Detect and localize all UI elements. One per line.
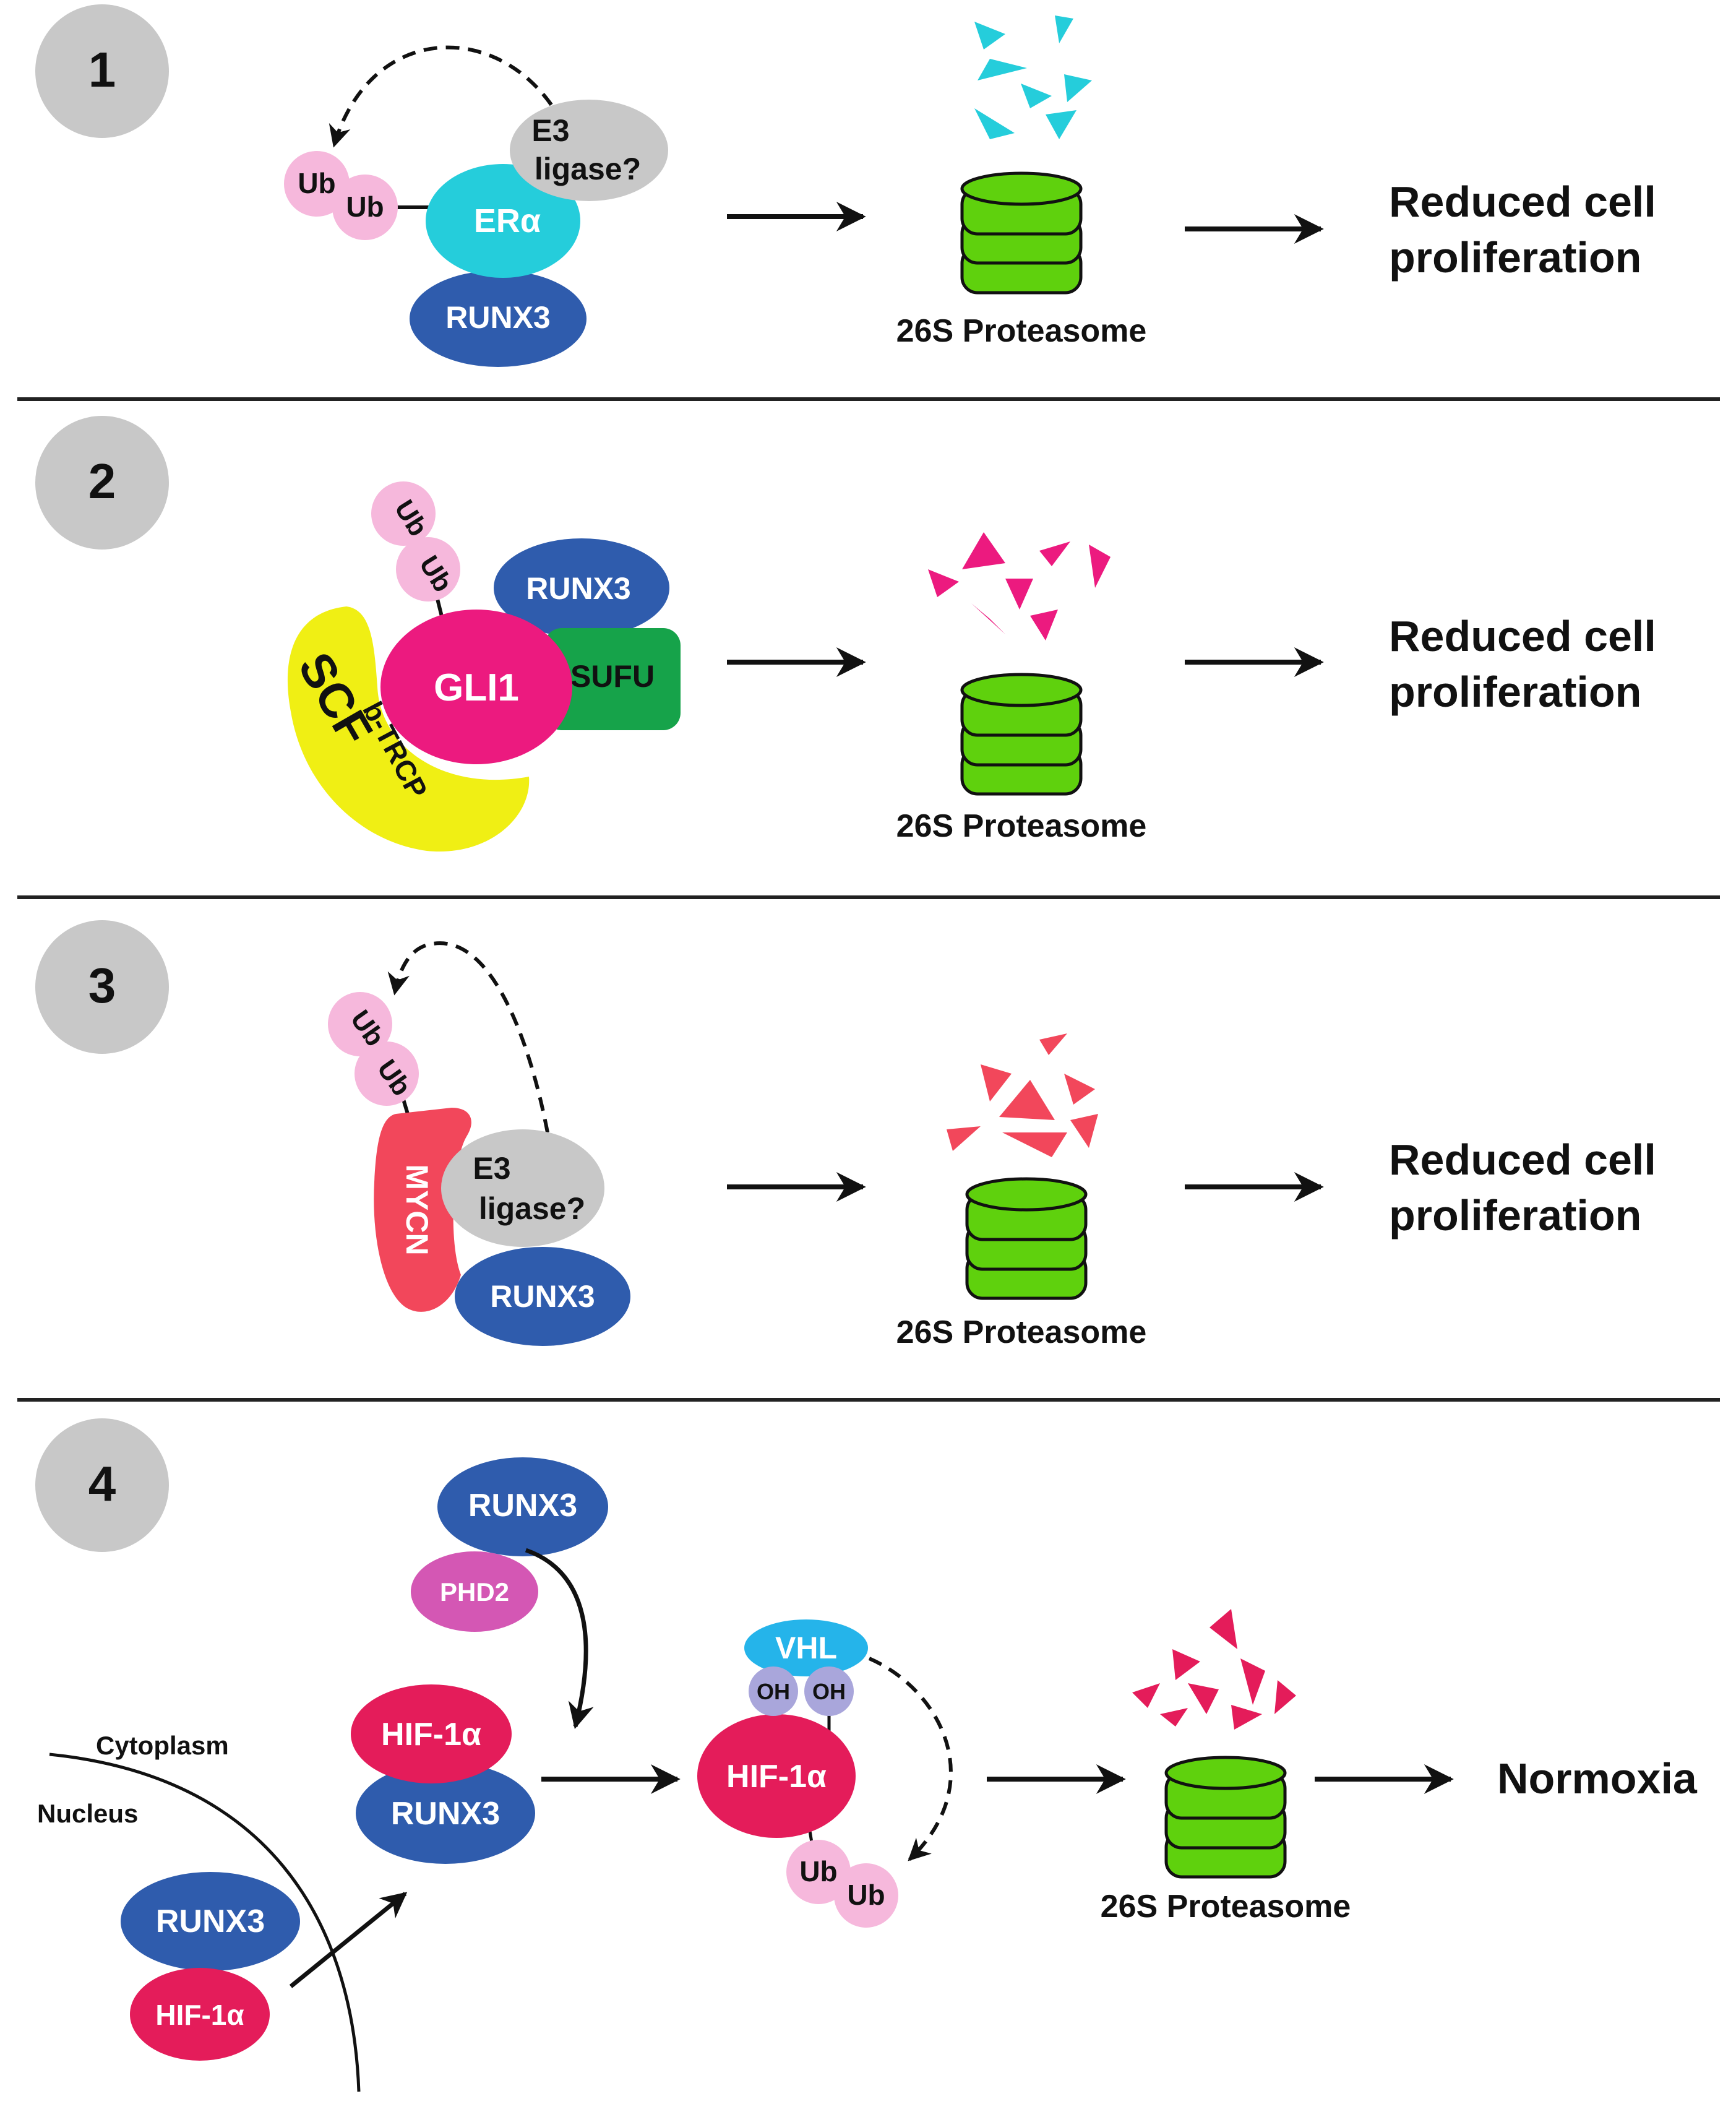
sufu-label: SUFU [570,659,655,694]
vhl-protein [744,1619,868,1676]
runx3-protein-nuclear [121,1872,300,1971]
era-protein [426,164,580,278]
runx3-protein-cytoplasm [356,1762,535,1864]
scf-btrcp-complex [287,606,530,852]
panel-1: 1 RUNX3 ERα E3 ligase? Ub Ub [35,4,1656,367]
e3-ligase [441,1129,604,1247]
panel-2-outcome-line2: proliferation [1389,668,1641,716]
ubiquitin-2-label: Ub [847,1879,885,1911]
ubiquitin-1-label: Ub [799,1855,837,1887]
runx3-nuclear-label: RUNX3 [156,1904,265,1939]
e3-ligase-label-line1: E3 [531,113,569,148]
hif-1a-nuclear-label: HIF-1α [155,1999,244,2031]
nuclear-membrane [49,1753,361,2092]
runx3-protein [410,270,587,367]
panel-4-fragments [1132,1609,1296,1730]
hif-1a-cytoplasm-label: HIF-1α [381,1717,481,1753]
hif-1a-hydroxylated-label: HIF-1α [726,1759,827,1795]
ubiquitin-1 [328,992,392,1056]
hif-1a-protein-nuclear [130,1968,270,2061]
runx3-protein-phd2-bound [437,1457,608,1556]
runx3-label: RUNX3 [490,1279,595,1314]
phd2-hydroxylation-arrow [525,1548,594,1730]
panel-4-number: 4 [88,1456,116,1511]
panel-1-outcome-line2: proliferation [1389,233,1641,282]
nuclear-export-arrow [289,1892,408,1988]
panel-3-dashed-arrow [387,941,549,1133]
panel-2-proteasome-label: 26S Proteasome [896,808,1147,844]
panel-1-proteasome [960,171,1083,295]
runx3-protein [455,1247,630,1346]
normoxia-label: Normoxia [1497,1754,1698,1803]
vhl-ubiquitination-dashed-arrow [868,1657,953,1861]
era-label: ERα [474,202,541,239]
runx3-label: RUNX3 [445,300,550,335]
panel-1-proteasome-label: 26S Proteasome [896,313,1147,349]
ubiquitin-2-label: Ub [346,191,384,223]
panel-4-proteasome [1164,1756,1287,1879]
panel-2-proteasome [960,673,1083,796]
ubiquitin-1 [786,1840,851,1904]
hif-1a-protein-cytoplasm [351,1684,512,1783]
hif-1a-hydroxylated [697,1714,856,1838]
panel-3-proteasome-label: 26S Proteasome [896,1314,1147,1350]
runx3-cytoplasm-label: RUNX3 [391,1796,500,1832]
panel-3-outcome-line1: Reduced cell [1389,1136,1656,1184]
panel-4-proteasome-label: 26S Proteasome [1101,1889,1351,1925]
sufu-protein [544,628,681,730]
panel-3-number-circle [35,920,169,1054]
e3-ligase-label-line1: E3 [473,1151,510,1186]
runx3-label: RUNX3 [526,571,630,606]
panel-1-outcome-line1: Reduced cell [1389,178,1656,226]
ubiquitin-2 [355,1041,419,1106]
panel-1-number: 1 [88,42,116,97]
mycn-label: MYCN [400,1164,434,1255]
phd2-protein [411,1551,538,1632]
runx3-protein [494,538,669,637]
phd2-label: PHD2 [440,1577,509,1606]
e3-ligase [510,100,668,201]
cytoplasm-label: Cytoplasm [96,1731,229,1760]
hydroxyl-1-label: OH [757,1679,790,1704]
panel-1-number-circle [35,4,169,138]
panel-1-dashed-arrow [329,45,565,148]
mycn-protein [374,1108,471,1312]
panel-4-number-circle [35,1418,169,1552]
panel-4: 4 Cytoplasm Nucleus RUNX3 HIF-1α RUNX3 P… [35,1418,1698,2092]
panel-3-proteasome [965,1177,1088,1300]
nucleus-label: Nucleus [37,1799,138,1828]
ubiquitin-2 [332,175,398,240]
gli1-protein [380,610,572,764]
panel-2-number: 2 [88,454,116,509]
panel-3: 3 MYCN RUNX3 E3 ligase? Ub Ub [35,920,1656,1350]
panel-2: 2 SCF b-TRCP RUNX3 SUFU GLI1 Ub Ub [35,416,1656,852]
panel-3-outcome-line2: proliferation [1389,1191,1641,1240]
vhl-label: VHL [775,1631,837,1665]
panel-2-outcome-line1: Reduced cell [1389,612,1656,660]
ubiquitin-2 [834,1863,898,1928]
e3-ligase-label-line2: ligase? [535,152,641,186]
hydroxyl-2 [804,1666,854,1716]
panel-3-fragments [947,1033,1098,1157]
ubiquitin-1-label: Ub [298,167,335,199]
panel-2-number-circle [35,416,169,550]
panel-2-fragments [928,532,1111,640]
panel-1-fragments [974,15,1092,139]
ubiquitin-2 [396,537,460,601]
e3-ligase-label-line2: ligase? [479,1191,585,1226]
panel-3-number: 3 [88,958,116,1013]
gli1-label: GLI1 [434,666,519,709]
hydroxyl-1 [749,1666,798,1716]
runx3-phd2-bound-label: RUNX3 [468,1488,577,1524]
hydroxyl-2-label: OH [812,1679,846,1704]
ubiquitin-1 [371,481,436,546]
